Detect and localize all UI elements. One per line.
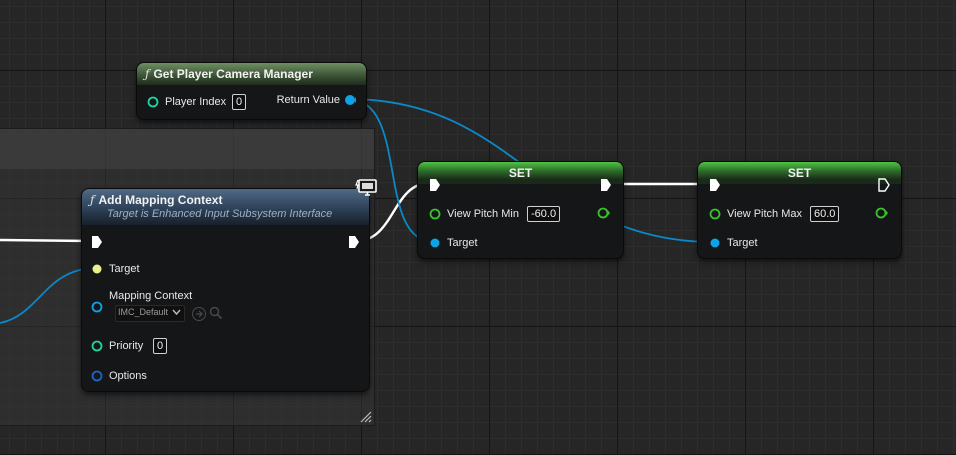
target-pin-icon[interactable] [91, 263, 103, 275]
exec-wire-in [0, 238, 91, 243]
pin-label: Player Index [165, 96, 227, 108]
dropdown-value: IMC_Default [118, 307, 169, 317]
resize-grip-icon[interactable] [360, 411, 372, 423]
view-pitch-max-input[interactable]: 60.0 [810, 206, 840, 222]
pin-label: Priority [109, 340, 144, 352]
struct-pin-icon[interactable] [91, 370, 103, 382]
pin-label: Target [109, 263, 140, 275]
object-wire-return-to-min-target [347, 98, 435, 243]
node-header: SET [418, 162, 623, 184]
float-out-pin-icon[interactable] [875, 207, 889, 219]
exec-out-pin-icon[interactable] [600, 178, 612, 192]
node-subtitle: Target is Enhanced Input Subsystem Inter… [107, 208, 333, 220]
pin-label: Target [727, 237, 758, 249]
use-selected-asset-icon[interactable] [192, 307, 206, 321]
node-title: Add Mapping Context [98, 193, 223, 207]
exec-in-pin-icon[interactable] [709, 178, 721, 192]
pin-label: View Pitch Min [447, 208, 519, 220]
browse-asset-icon[interactable] [209, 306, 223, 320]
float-pin-icon[interactable] [709, 208, 721, 220]
priority-input[interactable]: 0 [153, 338, 168, 354]
node-set-view-pitch-max[interactable]: SET View Pitch Max 60.0 Target [697, 161, 902, 259]
function-icon: ƒ [145, 67, 150, 81]
pin-label: Mapping Context [109, 290, 193, 302]
view-pitch-min-input[interactable]: -60.0 [527, 206, 561, 222]
object-pin-icon[interactable] [429, 237, 441, 249]
object-pin-icon[interactable] [709, 237, 721, 249]
pin-label: View Pitch Max [727, 208, 802, 220]
pin-return-value[interactable]: Return Value [277, 92, 356, 108]
pin-label: Options [109, 370, 147, 382]
chevron-down-icon [172, 309, 181, 316]
comment-title-bar[interactable] [0, 129, 374, 169]
int-pin-icon[interactable] [91, 340, 103, 352]
float-out-pin-icon[interactable] [597, 207, 611, 219]
monitor-icon [355, 179, 377, 196]
node-title: Get Player Camera Manager [153, 67, 313, 81]
object-pin-icon[interactable] [91, 301, 103, 313]
pin-label: Target [447, 237, 478, 249]
node-title: SET [787, 166, 812, 180]
exec-out-pin-icon[interactable] [348, 235, 360, 249]
node-title: SET [508, 166, 533, 180]
int-pin-icon[interactable] [147, 96, 159, 108]
player-index-input[interactable]: 0 [232, 94, 247, 110]
exec-in-pin-icon[interactable] [91, 235, 103, 249]
exec-in-pin-icon[interactable] [429, 178, 441, 192]
node-header: SET [698, 162, 901, 184]
float-pin-icon[interactable] [429, 208, 441, 220]
node-set-view-pitch-min[interactable]: SET View Pitch Min -60.0 Target [417, 161, 624, 259]
pin-label: Return Value [276, 94, 340, 106]
exec-out-pin-icon[interactable] [878, 178, 890, 192]
object-pin-icon[interactable] [344, 94, 356, 106]
function-icon: ƒ [90, 193, 95, 207]
mapping-context-dropdown[interactable]: IMC_Default [115, 305, 185, 322]
